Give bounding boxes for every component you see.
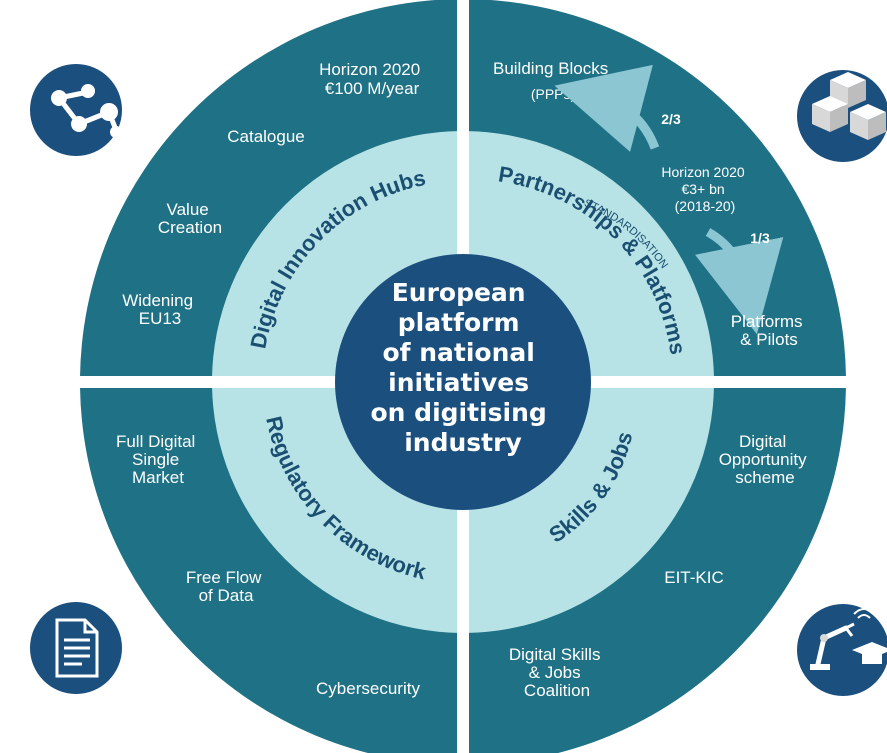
share-arrow-down	[695, 228, 784, 335]
robot-arm-graduation-icon	[797, 604, 887, 696]
pp-share-top-label: 2/3	[661, 111, 681, 127]
dih-widening-label: Widening EU13	[122, 291, 198, 328]
center-circle	[335, 254, 591, 510]
document-icon	[30, 602, 122, 694]
cubes-icon	[797, 70, 887, 162]
share-arrow-up	[554, 64, 660, 152]
dih-value-creation-label: Value Creation	[158, 200, 222, 237]
rf-free-flow-label: Free Flow of Data	[186, 568, 266, 605]
dih-horizon-label: Horizon 2020 €100 M/year	[319, 60, 425, 98]
sj-opportunity-label: Digital Opportunity scheme	[719, 432, 812, 487]
rf-cybersecurity-label: Cybersecurity	[316, 679, 420, 698]
pp-horizon-label: Horizon 2020 €3+ bn (2018-20)	[661, 164, 748, 214]
sj-coalition-label: Digital Skills & Jobs Coalition	[509, 645, 605, 700]
dih-catalogue-label: Catalogue	[227, 127, 305, 146]
rf-single-market-label: Full Digital Single Market	[116, 432, 200, 487]
network-nodes-icon	[30, 64, 122, 156]
pp-share-bottom-label: 1/3	[750, 230, 770, 246]
sj-eit-kic-label: EIT-KIC	[664, 568, 724, 587]
center-title: European platform of national initiative…	[371, 278, 556, 457]
pp-platforms-label: Platforms & Pilots	[731, 312, 808, 349]
